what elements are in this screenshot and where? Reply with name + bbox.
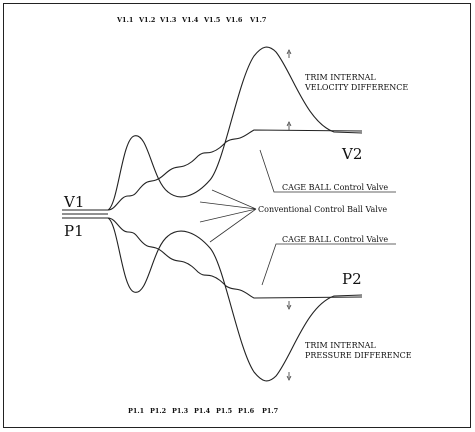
velocity-point-label: V1.6 (225, 16, 243, 24)
pressure-difference-label-2: PRESSURE DIFFERENCE (305, 351, 412, 360)
velocity-point-label: V1.5 (203, 16, 221, 24)
cage-ball-velocity-curve (107, 129, 363, 211)
velocity-point-label: V1.2 (138, 16, 155, 24)
inlet-pressure-label: P1 (64, 222, 84, 240)
cage-ball-upper-label: CAGE BALL Control Valve (282, 183, 388, 192)
velocity-point-label: V1.7 (249, 16, 266, 24)
pressure-point-label: P1.2 (150, 407, 166, 415)
velocity-point-label: V1.4 (181, 16, 199, 24)
pressure-trough-tick (286, 372, 292, 381)
pressure-point-label: P1.6 (238, 407, 255, 415)
pressure-point-label: P1.4 (194, 407, 211, 415)
conventional-valve-label: Conventional Control Ball Valve (258, 205, 387, 214)
cage-ball-upper-leader (259, 149, 396, 193)
velocity-point-label: V1.1 (116, 16, 133, 24)
pressure-point-label: P1.7 (262, 407, 278, 415)
velocity-point-labels: V1.1 V1.2 V1.3 V1.4 V1.5 V1.6 V1.7 (116, 16, 266, 24)
conventional-pressure-curve (107, 217, 363, 382)
pressure-end-tick (286, 301, 292, 310)
outlet-pressure-label: P2 (342, 270, 362, 288)
velocity-difference-label-2: VELOCITY DIFFERENCE (304, 83, 408, 92)
pressure-point-label: P1.1 (128, 407, 144, 415)
cage-ball-pressure-curve (107, 217, 363, 299)
pressure-difference-label-1: TRIM INTERNAL (305, 341, 376, 350)
cage-ball-lower-label: CAGE BALL Control Valve (282, 235, 388, 244)
pressure-point-labels: P1.1 P1.2 P1.3 P1.4 P1.5 P1.6 P1.7 (128, 407, 278, 415)
velocity-difference-label-1: TRIM INTERNAL (305, 73, 376, 82)
conventional-velocity-curve (107, 46, 363, 211)
inlet-velocity-label: V1 (63, 193, 84, 211)
cage-ball-lower-leader (261, 243, 396, 286)
inlet-pipe-lines (62, 209, 108, 219)
velocity-end-tick (286, 121, 292, 130)
pressure-point-label: P1.3 (172, 407, 189, 415)
velocity-peak-tick (286, 49, 292, 58)
diagram-frame (3, 3, 471, 428)
velocity-point-label: V1.3 (159, 16, 177, 24)
conventional-leaders (199, 189, 257, 243)
pressure-point-label: P1.5 (216, 407, 233, 415)
outlet-velocity-label: V2 (341, 145, 362, 163)
